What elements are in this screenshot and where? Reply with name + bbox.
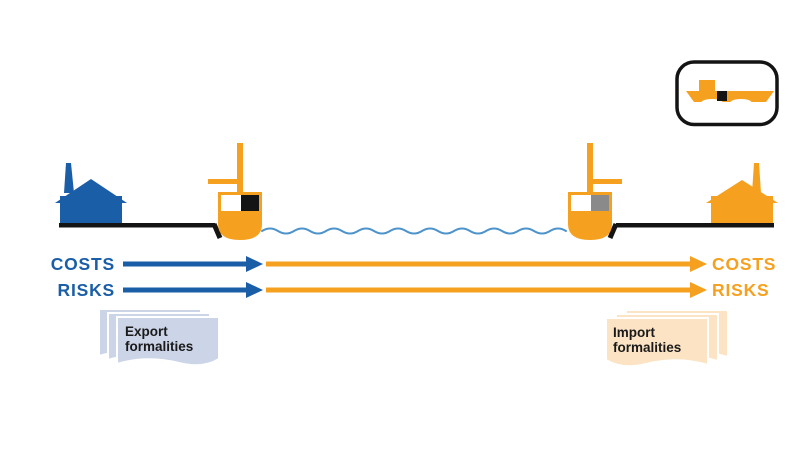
risks-label-buyer: RISKS — [712, 280, 770, 300]
export-documents-icon — [98, 308, 220, 367]
black-container — [241, 195, 259, 211]
destination-quay — [607, 223, 774, 239]
destination-crane-boat-icon — [568, 143, 622, 240]
factory-chimney — [64, 163, 74, 193]
origin-quay — [59, 223, 223, 239]
origin-crane-boat-icon — [208, 143, 262, 240]
crane-arm — [592, 179, 622, 184]
boat-hull — [218, 213, 262, 240]
costs-arrow-blue — [123, 256, 263, 272]
risks-label-seller: RISKS — [57, 280, 115, 300]
costs-label-seller: COSTS — [50, 254, 115, 274]
seller-factory-icon — [55, 163, 127, 223]
risks-arrow-blue — [123, 282, 263, 298]
boat-hull — [568, 213, 612, 240]
gray-container — [591, 195, 609, 211]
crane-mast — [587, 143, 593, 192]
crane-mast — [237, 143, 243, 192]
buyer-factory-icon — [706, 163, 778, 223]
risks-arrow-orange — [266, 282, 707, 298]
ship-badge-icon — [675, 60, 779, 127]
import-formalities-label: Import formalities — [613, 325, 682, 355]
factory-building — [55, 179, 127, 223]
import-documents-icon — [605, 309, 729, 368]
crane-arm — [208, 179, 238, 184]
factory-chimney — [752, 163, 761, 193]
factory-building — [706, 180, 778, 223]
water-wave-icon — [261, 227, 567, 235]
export-formalities-label: Export formalities — [125, 324, 194, 354]
costs-label-buyer: COSTS — [712, 254, 777, 274]
ship-container — [717, 91, 727, 101]
badge-cargo-ship-icon — [686, 80, 774, 107]
ship-cabin — [699, 80, 715, 91]
costs-arrow-orange — [266, 256, 707, 272]
